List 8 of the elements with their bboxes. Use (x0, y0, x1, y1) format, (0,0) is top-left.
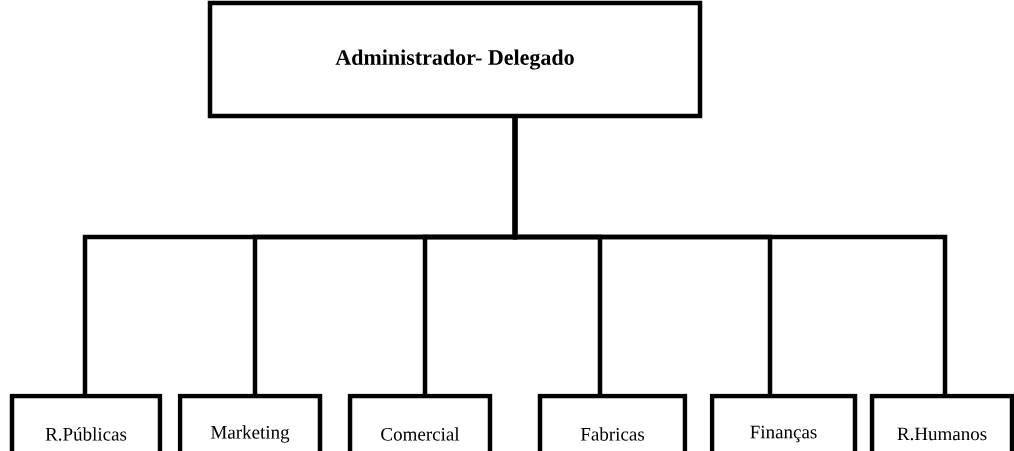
connector-line (512, 116, 948, 396)
department-box: R.Humanos (869, 393, 1014, 451)
department-box: R.Públicas (9, 393, 163, 451)
department-box: Finanças (709, 393, 858, 451)
department-box: Fabricas (537, 393, 688, 451)
department-box: Comercial (347, 393, 493, 451)
department-box: Marketing (177, 393, 323, 451)
manager-box: Administrador- Delegado (207, 0, 703, 119)
